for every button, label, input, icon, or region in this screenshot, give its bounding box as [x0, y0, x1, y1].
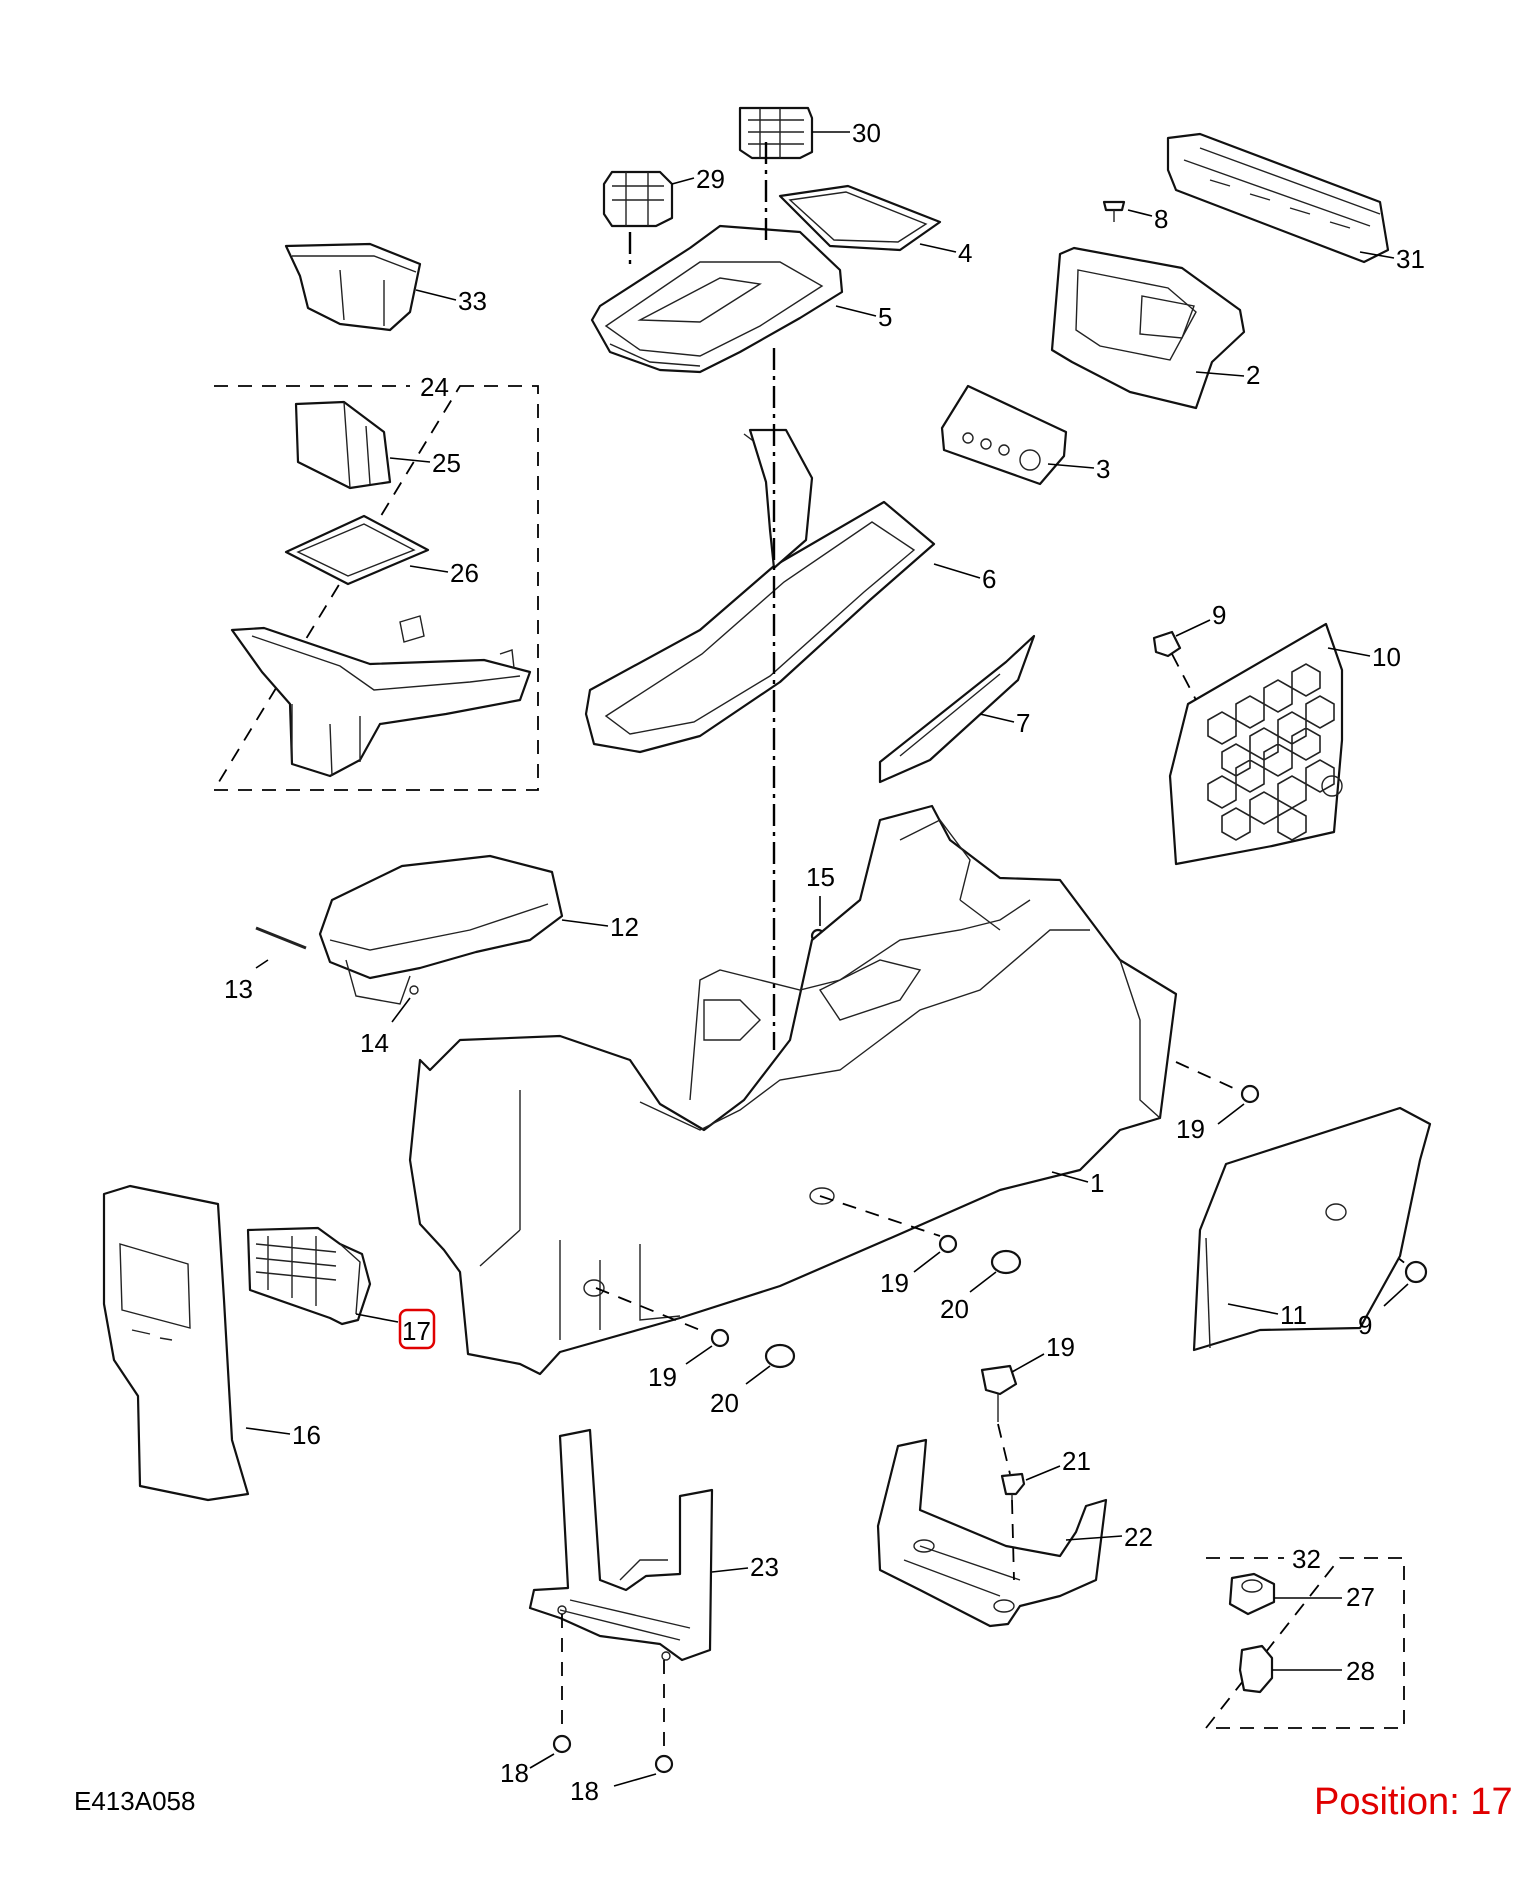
part-21-nut[interactable] — [1000, 1472, 1026, 1500]
part-12-armrest[interactable] — [318, 854, 564, 1005]
callout-31: 31 — [1396, 244, 1425, 274]
position-indicator: Position: 17 — [1314, 1781, 1513, 1823]
part-18-nut-right[interactable] — [654, 1754, 674, 1774]
callout-18-right: 18 — [570, 1776, 599, 1806]
callout-9-upper: 9 — [1212, 600, 1226, 630]
callout-8: 8 — [1154, 204, 1168, 234]
part-26-mat[interactable] — [284, 514, 430, 586]
callout-29: 29 — [696, 164, 725, 194]
part-27-power-outlet[interactable] — [1228, 1572, 1276, 1616]
callout-12: 12 — [610, 912, 639, 942]
callout-19-bolt: 19 — [1046, 1332, 1075, 1362]
part-19-nut-mid[interactable] — [938, 1234, 958, 1254]
callout-25: 25 — [432, 448, 461, 478]
part-33-storage-bin[interactable] — [284, 242, 422, 332]
callout-15: 15 — [806, 862, 835, 892]
callout-26: 26 — [450, 558, 479, 588]
callout-13: 13 — [224, 974, 253, 1004]
part-29-switch[interactable] — [602, 170, 674, 228]
callout-10: 10 — [1372, 642, 1401, 672]
part-24-armrest-bin[interactable] — [230, 615, 532, 778]
callout-19-right: 19 — [1176, 1114, 1205, 1144]
part-9-clip-upper[interactable] — [1152, 630, 1182, 658]
part-5-shifter-bezel[interactable] — [590, 224, 844, 374]
callout-18-left: 18 — [500, 1758, 529, 1788]
part-11-side-panel[interactable] — [1192, 1106, 1432, 1352]
part-2-bezel[interactable] — [1050, 246, 1246, 410]
part-17-rear-vent[interactable] — [246, 1226, 372, 1326]
callout-2: 2 — [1246, 360, 1260, 390]
part-25-lid[interactable] — [294, 400, 392, 490]
callout-27: 27 — [1346, 1582, 1375, 1612]
part-1-console[interactable] — [408, 804, 1178, 1376]
part-3-usb-panel[interactable] — [940, 384, 1068, 486]
part-10-mesh-panel[interactable] — [1168, 622, 1344, 866]
callout-3: 3 — [1096, 454, 1110, 484]
callout-23: 23 — [750, 1552, 779, 1582]
part-20-plug-mid[interactable] — [990, 1249, 1022, 1275]
callout-32: 32 — [1292, 1544, 1321, 1574]
callout-20-left: 20 — [710, 1388, 739, 1418]
callout-6: 6 — [982, 564, 996, 594]
part-16-rear-panel[interactable] — [102, 1184, 250, 1502]
part-23-bracket[interactable] — [528, 1428, 714, 1662]
diagram-code: E413A058 — [74, 1786, 195, 1816]
callout-1: 1 — [1090, 1168, 1104, 1198]
part-19-nut-left[interactable] — [710, 1328, 730, 1348]
callout-9-lower: 9 — [1358, 1310, 1372, 1340]
callout-19-mid: 19 — [880, 1268, 909, 1298]
part-30-switch[interactable] — [738, 106, 814, 160]
part-6-trim[interactable] — [584, 428, 936, 754]
callout-16: 16 — [292, 1420, 321, 1450]
callout-33: 33 — [458, 286, 487, 316]
part-28-socket[interactable] — [1238, 1644, 1274, 1694]
part-19-nut-right[interactable] — [1240, 1084, 1260, 1104]
part-9-clip-lower[interactable] — [1404, 1260, 1428, 1284]
callout-4: 4 — [958, 238, 972, 268]
part-31-control-panel[interactable] — [1166, 132, 1390, 264]
part-19-bolt[interactable] — [980, 1364, 1018, 1422]
part-18-nut-left[interactable] — [552, 1734, 572, 1754]
part-7-trim[interactable] — [878, 634, 1036, 784]
callout-19-left: 19 — [648, 1362, 677, 1392]
part-20-plug-left[interactable] — [764, 1343, 796, 1369]
callout-21: 21 — [1062, 1446, 1091, 1476]
callout-20-mid: 20 — [940, 1294, 969, 1324]
callout-17-highlight — [398, 1308, 436, 1350]
callout-28: 28 — [1346, 1656, 1375, 1686]
callout-24: 24 — [420, 372, 449, 402]
part-8-screw[interactable] — [1102, 200, 1126, 222]
callout-11: 11 — [1280, 1300, 1307, 1330]
part-14-clip[interactable] — [409, 985, 419, 995]
part-4-trim-plate[interactable] — [778, 184, 942, 252]
callout-17[interactable]: 17 — [402, 1316, 431, 1346]
callout-22: 22 — [1124, 1522, 1153, 1552]
callout-5: 5 — [878, 302, 892, 332]
callout-14: 14 — [360, 1028, 389, 1058]
part-22-bracket[interactable] — [876, 1438, 1108, 1628]
part-13-pin[interactable] — [255, 926, 307, 950]
callout-30: 30 — [852, 118, 881, 148]
callout-7: 7 — [1016, 708, 1030, 738]
